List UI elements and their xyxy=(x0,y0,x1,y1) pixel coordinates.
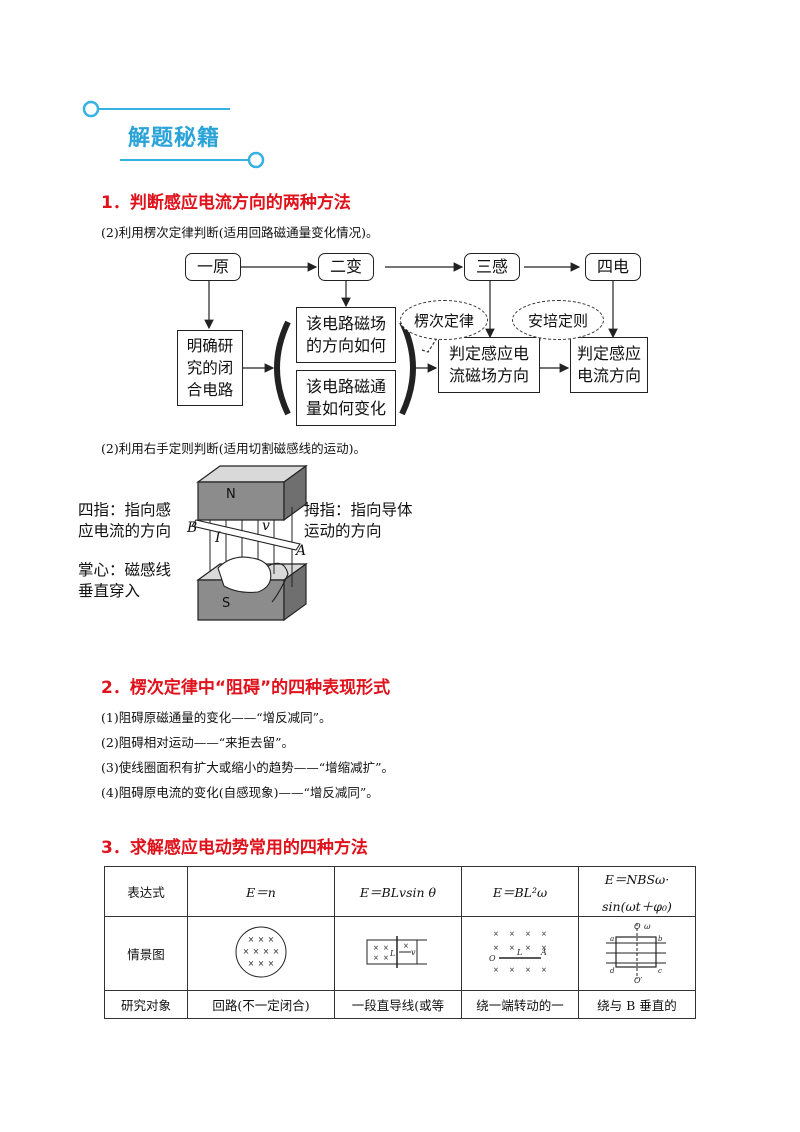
fig4-o-bottom: O′ xyxy=(634,976,643,985)
svg-text:×: × xyxy=(525,944,531,952)
formula-rotating-coil-line1: E＝NBSω· xyxy=(604,871,670,887)
rotating-coil-figure: O ω O′ a b c d xyxy=(606,922,666,985)
svg-text:×: × xyxy=(509,966,515,974)
fig4-d: d xyxy=(610,967,615,975)
row-header-scenario: 情景图 xyxy=(104,916,188,991)
fig4-a: a xyxy=(610,935,614,943)
svg-text:×: × xyxy=(258,959,265,968)
svg-text:×: × xyxy=(525,930,531,938)
letter-v: v xyxy=(262,518,270,534)
row-header-expression: 表达式 xyxy=(104,866,188,917)
rotating-rod-figure: × × × × × × × × × × × × O L A xyxy=(489,930,547,974)
svg-text:×: × xyxy=(541,930,547,938)
section1-intro-a: (2)利用楞次定律判断(适用回路磁通量变化情况)。 xyxy=(101,225,379,240)
cutting-rod-figure: × × × × × L v xyxy=(366,936,427,968)
svg-text:×: × xyxy=(383,944,389,952)
svg-text:×: × xyxy=(493,930,499,938)
formula-cutting: E＝BLvsin θ xyxy=(334,866,462,917)
pole-s-label: S xyxy=(222,596,231,611)
section1-intro-b: (2)利用右手定则判断(适用切割磁感线的运动)。 xyxy=(101,441,366,456)
flow-arrows xyxy=(204,262,618,416)
fig2-l-label: L xyxy=(389,949,395,958)
label-four-fingers: 四指：指向感应电流的方向 xyxy=(78,501,172,540)
fig3-a-label: A xyxy=(540,948,547,957)
row-header-subject: 研究对象 xyxy=(104,990,188,1019)
svg-text:×: × xyxy=(493,944,499,952)
subject-rotating-rod: 绕一端转动的一 xyxy=(461,990,579,1019)
fig4-o-top: O xyxy=(634,922,641,931)
flow-box-flux-change: 该电路磁通量如何变化 xyxy=(296,370,396,426)
subject-straight-wire: 一段直导线(或等 xyxy=(334,990,462,1019)
pole-n-label: N xyxy=(226,487,236,502)
fig2-v-label: v xyxy=(411,948,416,957)
flow-step-4: 四电 xyxy=(585,253,641,281)
svg-text:×: × xyxy=(253,947,260,956)
formula-flux: E＝n xyxy=(187,866,335,917)
fig4-b: b xyxy=(658,935,663,943)
section2-item-3: (3)使线圈面积有扩大或缩小的趋势——“增缩减扩”。 xyxy=(101,760,394,775)
section1-heading: 1．判断感应电流方向的两种方法 xyxy=(101,193,351,213)
svg-text:×: × xyxy=(383,954,389,962)
section2-item-1: (1)阻碍原磁通量的变化——“增反减同”。 xyxy=(101,710,332,725)
svg-text:×: × xyxy=(509,930,515,938)
section2-item-4: (4)阻碍原电流的变化(自感现象)——“增反减同”。 xyxy=(101,785,379,800)
letter-b: B xyxy=(187,520,198,536)
letter-i: I xyxy=(215,530,221,546)
svg-text:×: × xyxy=(509,944,515,952)
flow-box-field-direction: 该电路磁场的方向如何 xyxy=(296,307,396,363)
svg-text:×: × xyxy=(373,944,379,952)
cloud-lenz-law: 楞次定律 xyxy=(400,300,488,340)
flow-step-2: 二变 xyxy=(318,253,374,281)
svg-text:×: × xyxy=(541,944,547,952)
svg-text:×: × xyxy=(525,966,531,974)
table-row: 表达式 E＝n E＝BLvsin θ E＝BL²ω E＝NBSω· sin(ωt… xyxy=(104,866,696,917)
fig4-c: c xyxy=(658,967,662,975)
subject-loop: 回路(不一定闭合) xyxy=(187,990,335,1019)
svg-text:×: × xyxy=(263,947,270,956)
svg-text:×: × xyxy=(248,959,255,968)
flow-box-induced-field: 判定感应电流磁场方向 xyxy=(438,337,540,393)
svg-text:×: × xyxy=(268,935,275,944)
svg-text:×: × xyxy=(248,935,255,944)
svg-text:×: × xyxy=(258,935,265,944)
formula-rotating-rod: E＝BL²ω xyxy=(461,866,579,917)
table-row: 研究对象 回路(不一定闭合) 一段直导线(或等 绕一端转动的一 绕与 B 垂直的 xyxy=(104,990,696,1019)
subject-rotating-coil: 绕与 B 垂直的 xyxy=(578,990,696,1019)
formula-rotating-coil: E＝NBSω· sin(ωt＋φ₀) xyxy=(578,866,696,917)
section2-item-2: (2)阻碍相对运动——“来拒去留”。 xyxy=(101,735,294,750)
svg-text:×: × xyxy=(268,959,275,968)
banner-decoration xyxy=(82,100,265,169)
banner-title: 解题秘籍 xyxy=(128,126,221,151)
svg-text:×: × xyxy=(403,942,409,950)
flow-box-induced-current: 判定感应电流方向 xyxy=(570,337,648,393)
scenario-figure-3: × × × × × × × × × × × × O L A xyxy=(461,916,579,991)
svg-text:×: × xyxy=(373,954,379,962)
table-row: 情景图 ××× ×××× ××× ××××× L v xyxy=(104,916,696,991)
section2-heading: 2．楞次定律中“阻碍”的四种表现形式 xyxy=(101,678,391,698)
fig3-l-label: L xyxy=(516,948,522,957)
letter-a: A xyxy=(296,543,307,559)
section3-heading: 3．求解感应电动势常用的四种方法 xyxy=(101,838,368,858)
label-palm: 掌心：磁感线垂直穿入 xyxy=(78,561,172,600)
svg-text:×: × xyxy=(273,947,280,956)
svg-text:×: × xyxy=(493,966,499,974)
formula-rotating-coil-line2: sin(ωt＋φ₀) xyxy=(602,898,672,914)
label-thumb: 拇指：指向导体运动的方向 xyxy=(304,501,413,540)
flow-box-circuit: 明确研究的闭合电路 xyxy=(177,330,243,406)
svg-text:×: × xyxy=(243,947,250,956)
circle-field-figure: ××× ×××× ××× xyxy=(235,926,287,978)
flow-step-3: 三感 xyxy=(464,253,520,281)
magnet-illustration xyxy=(191,464,308,622)
flow-step-1: 一原 xyxy=(185,253,241,281)
svg-text:×: × xyxy=(541,966,547,974)
emf-methods-table: 表达式 E＝n E＝BLvsin θ E＝BL²ω E＝NBSω· sin(ωt… xyxy=(104,866,696,1019)
cloud-ampere-rule: 安培定则 xyxy=(512,300,604,340)
fig3-o-label: O xyxy=(489,954,496,963)
fig4-omega: ω xyxy=(644,922,651,931)
scenario-figure-1: ××× ×××× ××× xyxy=(187,916,335,991)
scenario-figure-2: × × × × × L v xyxy=(334,916,462,991)
scenario-figure-4: O ω O′ a b c d xyxy=(578,916,696,991)
